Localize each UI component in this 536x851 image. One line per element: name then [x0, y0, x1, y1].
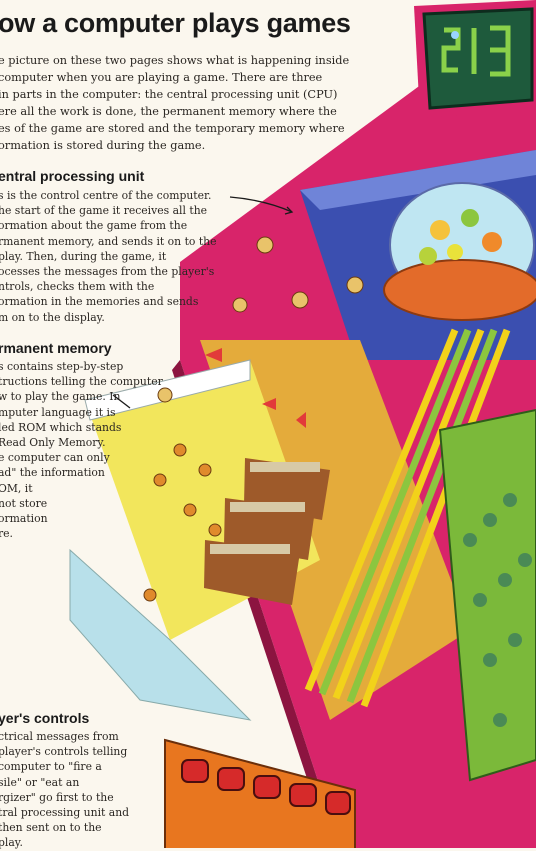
cpu-line: play. Then, during the game, it	[0, 249, 167, 263]
controls-paragraph: ctrical messages from player's controls …	[0, 729, 168, 851]
memory-line: ormation	[0, 512, 48, 526]
cpu-line: s is the control centre of the computer.	[0, 189, 212, 202]
lower-room	[69, 548, 252, 721]
cpu-heading: entral processing unit	[0, 168, 145, 184]
intro-line: ormation is stored during the game.	[0, 139, 206, 152]
controls-line: play.	[0, 836, 23, 850]
memory-heading: rmanent memory	[0, 340, 112, 356]
robots-memory	[143, 443, 222, 602]
memory-line: OM, it	[0, 481, 33, 495]
intro-line: e picture on these two pages shows what …	[0, 54, 350, 67]
controls-heading: yer's controls	[0, 710, 90, 726]
controls-line: then sent on to the	[0, 821, 102, 835]
memory-line: Read Only Memory.	[0, 436, 106, 450]
controls-line: tral processing unit and	[0, 806, 130, 820]
controls-line: rgizer" go first to the	[0, 790, 114, 804]
controls-line: computer to "fire a	[0, 760, 102, 774]
memory-line: re.	[0, 527, 13, 541]
memory-shelves	[204, 458, 330, 605]
memory-line: not store	[0, 496, 48, 510]
cpu-ball	[419, 247, 437, 265]
intro-line: ere all the work is done, the permanent …	[0, 105, 337, 118]
intro-line: in parts in the computer: the central pr…	[0, 88, 338, 101]
controls-line: ctrical messages from	[0, 730, 119, 743]
robots-temporary	[463, 493, 532, 727]
cpu-line: he start of the game it receives all the	[0, 204, 208, 218]
cpu-platform-top	[300, 150, 536, 210]
cpu-line: rmanent memory, and sends it on to the	[0, 234, 217, 248]
player-controller	[164, 738, 356, 848]
memory-line: w to play the game. In	[0, 390, 121, 404]
cpu-ball	[430, 220, 450, 240]
controls-line: player's controls telling	[0, 745, 128, 759]
display-digits	[441, 25, 511, 77]
cpu-paragraph: s is the control centre of the computer.…	[0, 188, 248, 325]
memory-line: e computer can only	[0, 451, 110, 465]
cpu-ball	[447, 244, 463, 260]
memory-line: s contains step-by-step	[0, 360, 124, 373]
cpu-line: ormation in the memories and sends	[0, 295, 199, 309]
robots-cpu	[157, 236, 364, 403]
intro-line: computer when you are playing a game. Th…	[0, 71, 323, 84]
memory-line: led ROM which stands	[0, 420, 122, 434]
memory-line: tructions telling the computer	[0, 375, 163, 389]
cpu-ball	[482, 232, 502, 252]
display-ghost	[451, 31, 459, 39]
cpu-ball	[461, 209, 479, 227]
display-screen	[422, 7, 534, 110]
cpu-line: ormation about the game from the	[0, 219, 188, 233]
flow-arrows	[205, 348, 306, 428]
wire-bundle	[304, 328, 511, 708]
intro-paragraph: e picture on these two pages shows what …	[0, 52, 398, 154]
cpu-base	[383, 259, 536, 321]
page-title: ow a computer plays games	[0, 8, 351, 38]
controls-line: sile" or "eat an	[0, 775, 80, 789]
intro-line: es of the game are stored and the tempor…	[0, 122, 345, 135]
memory-paragraph: s contains step-by-step tructions tellin…	[0, 359, 178, 541]
cpu-line: m on to the display.	[0, 310, 105, 324]
cpu-line: ocesses the messages from the player's	[0, 265, 215, 279]
memory-line: ad" the information	[0, 466, 105, 480]
cpu-line: ntrols, checks them with the	[0, 280, 155, 294]
memory-line: mputer language it is	[0, 405, 116, 419]
